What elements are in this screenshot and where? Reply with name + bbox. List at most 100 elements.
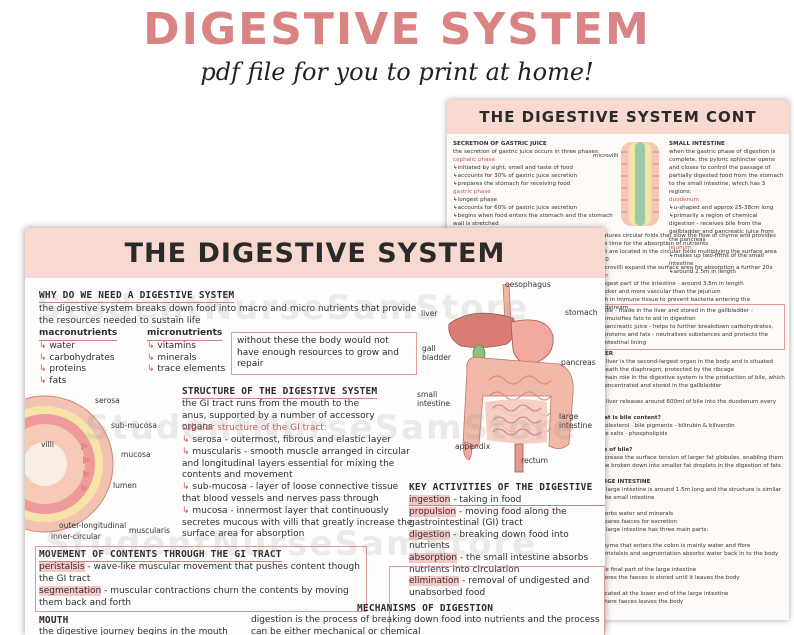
text-line: ↳features circular folds that slow the f… bbox=[593, 233, 776, 247]
text-line: gastric phase bbox=[453, 189, 491, 195]
text-line: jejunum bbox=[669, 245, 692, 251]
structure-intro: the GI tract runs from the mouth to the … bbox=[182, 399, 375, 433]
text-line: ↳longest part of the intestine - around … bbox=[593, 281, 744, 287]
text-line bbox=[595, 582, 785, 590]
list-item: ↳ minerals bbox=[147, 352, 197, 363]
pancreas-label: pancreas bbox=[561, 358, 596, 367]
text-line: · cholesterol · bile pigments - bilirubi… bbox=[595, 423, 735, 429]
text-line: ↳initiated by sight, smell and taste of … bbox=[453, 165, 573, 171]
text-line: when the gastric phase of digestion is c… bbox=[669, 149, 784, 195]
villi-illustration bbox=[615, 142, 665, 226]
microvilli-label: microvilli bbox=[593, 153, 619, 159]
front-page-header-band: THE DIGESTIVE SYSTEM bbox=[25, 228, 605, 278]
text-line: pancreatic juice - helps to further brea… bbox=[603, 324, 774, 346]
bile-note-box: bile - made in the liver and stored in t… bbox=[599, 304, 785, 350]
text-line: the liver is the second-largest organ in… bbox=[595, 359, 773, 373]
gallbladder-label: gall bladder bbox=[422, 344, 452, 362]
list-item: ↳ carbohydrates bbox=[39, 352, 115, 363]
lumen-label: lumen bbox=[113, 481, 137, 490]
text-line: LIVER bbox=[595, 350, 785, 358]
jejunum-ileum-section: ↳features circular folds that slow the f… bbox=[593, 232, 783, 312]
text-line: ↳longest phase bbox=[453, 197, 497, 203]
front-page-title: THE DIGESTIVE SYSTEM bbox=[124, 237, 506, 269]
nutrients-note-box: without these the body would not have en… bbox=[231, 332, 417, 375]
large-intestine-label: large intestine bbox=[559, 412, 593, 430]
text-line: its main role in the digestive system is… bbox=[595, 375, 785, 389]
why-heading: WHY DO WE NEED A DIGESTIVE SYSTEM bbox=[39, 290, 235, 303]
text-line: ↳around 2.5m in length bbox=[669, 269, 736, 275]
structure-muscularis: ↳ muscularis - smooth muscle arranged in… bbox=[182, 447, 410, 481]
text-line bbox=[595, 470, 785, 478]
structure-tubular-heading: tubular structure of the GI tract: bbox=[182, 423, 327, 433]
digestive-anatomy-illustration bbox=[443, 283, 593, 474]
text-line: ↳stores the faeces is stored until it le… bbox=[595, 575, 740, 581]
watermark-text: StudentNurseSamStore bbox=[45, 524, 538, 564]
text-line: ↳peristalsis and segmentation absorbs wa… bbox=[595, 551, 779, 557]
list-item: ↳ fats bbox=[39, 375, 67, 386]
watermark-text: StudentNurseSamStore bbox=[37, 288, 530, 328]
text-line bbox=[595, 390, 785, 398]
text-line: ↳begins when food enters the stomach and… bbox=[453, 213, 613, 227]
text-line: ↳u-shaped and approx 25-38cm long bbox=[669, 205, 774, 211]
text-line: cephalic phase bbox=[453, 157, 495, 163]
list-item: ↳ proteins bbox=[39, 364, 87, 375]
text-line: ↳microvilli expand the surface area for … bbox=[593, 265, 773, 271]
text-line: ↳rich in immune tissue to prevent bacter… bbox=[593, 297, 751, 311]
micronutrients-heading: micronutrients bbox=[147, 328, 223, 341]
watermark-text: StudentNurseSamStore bbox=[85, 408, 578, 448]
text-line: ↳villi are located in the circular folds… bbox=[593, 249, 777, 263]
structure-serosa: ↳ serosa - outermost, fibrous and elasti… bbox=[182, 435, 391, 445]
back-page-title: THE DIGESTIVE SYSTEM CONT bbox=[479, 108, 757, 126]
macronutrients-heading: macronutrients bbox=[39, 328, 118, 341]
mucosa-label: mucosa bbox=[121, 450, 151, 459]
key-activity-item: absorption - the small intestine absorbs… bbox=[409, 552, 589, 575]
text-line: the large intestine is around 1.5m long … bbox=[595, 487, 782, 501]
outer-longitudinal-label: outer-longitudinal bbox=[59, 521, 127, 530]
mechanisms-heading: MECHANISMS OF DIGESTION bbox=[357, 603, 494, 614]
mouth-heading: MOUTH bbox=[39, 615, 69, 626]
text-line: the large intestine has three main parts… bbox=[595, 527, 709, 533]
text-line: LARGE INTESTINE bbox=[595, 479, 651, 485]
structure-submucosa: ↳ sub-mucosa - layer of loose connective… bbox=[182, 482, 399, 504]
structure-heading: STRUCTURE OF THE DIGESTIVE SYSTEM bbox=[182, 386, 378, 399]
list-item: ↳ vitamins bbox=[147, 341, 196, 351]
gi-tract-cross-section bbox=[25, 392, 115, 542]
list-item: ↳ water bbox=[39, 341, 76, 351]
text-line: ↳prepares the stomach for receiving food bbox=[453, 181, 571, 187]
why-intro: the digestive system breaks down food in… bbox=[39, 304, 417, 326]
text-line: role of bile? bbox=[595, 447, 633, 453]
appendix-label: appendix bbox=[455, 442, 491, 451]
mechanisms-text: digestion is the process of breaking dow… bbox=[251, 615, 600, 635]
movement-box bbox=[35, 546, 367, 612]
back-page-header-band: THE DIGESTIVE SYSTEM CONT bbox=[447, 100, 789, 134]
liver-label: liver bbox=[421, 309, 438, 318]
text-line bbox=[595, 534, 785, 542]
mouth-text: the digestive journey begins in the mout… bbox=[39, 627, 228, 635]
text-line: ↳the final part of the large intestine bbox=[595, 567, 697, 573]
text-line: ↳where faeces leaves the body bbox=[595, 599, 684, 605]
text-line: the secretion of gastric juice occurs in… bbox=[453, 149, 600, 155]
movement-segmentation: segmentation - muscular contractions chu… bbox=[39, 586, 349, 608]
text-line: the liver releases around 600ml of bile … bbox=[595, 399, 777, 413]
villi-label: villi bbox=[41, 440, 54, 449]
mechanisms-box bbox=[389, 566, 605, 635]
text-line: ↳chyme that enters the colon is mainly w… bbox=[595, 543, 751, 549]
text-line: · bile salts · phospholipids bbox=[595, 431, 668, 437]
text-line bbox=[595, 558, 785, 566]
small-intestine-section: SMALL INTESTINE when the gastric phase of… bbox=[669, 140, 784, 276]
liver-large-intestine-section: LIVERthe liver is the second-largest org… bbox=[595, 350, 785, 606]
small-intestine-label: small intestine bbox=[417, 390, 451, 408]
text-line: SMALL INTESTINE bbox=[669, 141, 725, 147]
key-activity-item: digestion - breaking down food into nutr… bbox=[409, 529, 569, 552]
stomach-label: stomach bbox=[565, 308, 598, 317]
micronutrients-list: ↳ vitamins↳ minerals↳ trace elements bbox=[147, 341, 225, 376]
text-line: ↳accounts for 30% of gastric juice secre… bbox=[453, 173, 578, 179]
text-line bbox=[595, 438, 785, 446]
inner-circular-label: inner-circular bbox=[51, 532, 101, 541]
movement-heading: MOVEMENT OF CONTENTS THROUGH THE GI TRAC… bbox=[39, 549, 282, 562]
submucosa-label: sub-mucosa bbox=[111, 421, 157, 430]
structure-mucosa: ↳ mucosa - innermost layer that continuo… bbox=[182, 506, 413, 540]
list-item: ↳ trace elements bbox=[147, 364, 226, 375]
oesophagus-label: oesophagus bbox=[505, 280, 551, 289]
front-page-sheet: THE DIGESTIVE SYSTEM WHY DO WE NEED A DI… bbox=[25, 228, 605, 635]
